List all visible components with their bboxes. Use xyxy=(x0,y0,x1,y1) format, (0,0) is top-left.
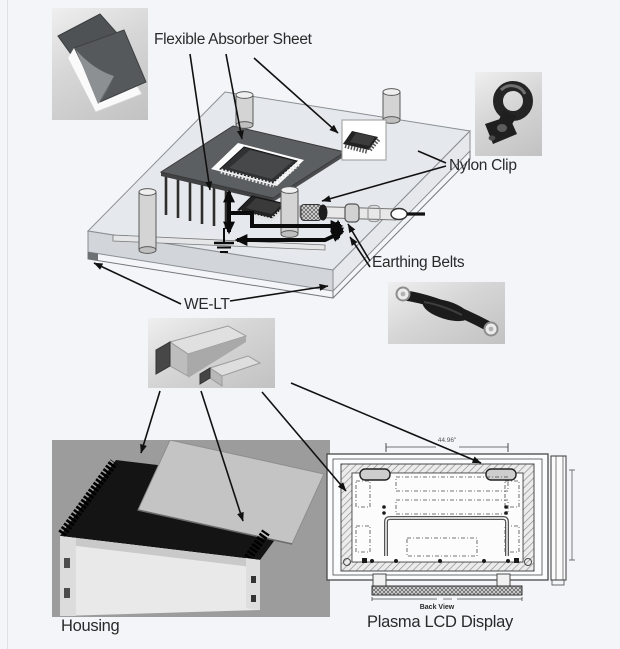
we-lt-label: WE-LT xyxy=(184,296,230,313)
we-lt-gasket-art xyxy=(155,325,262,387)
earthing-belts-label: Earthing Belts xyxy=(372,254,465,271)
flexible-absorber-sheet-label: Flexible Absorber Sheet xyxy=(154,31,312,48)
display-width-dimension: 44.96" xyxy=(437,437,457,444)
nylon-clip-on-cable xyxy=(344,203,360,223)
absorber-leader-1 xyxy=(189,53,213,191)
earthing-belt-photo xyxy=(388,282,505,344)
we-lt-leader-right xyxy=(229,283,329,302)
nylon-clip-label: Nylon Clip xyxy=(449,157,517,174)
connector-strip xyxy=(371,585,523,596)
absorber-leader-3 xyxy=(253,57,339,134)
plasma-lcd-back-view-drawing xyxy=(326,443,575,601)
side-view xyxy=(550,455,567,581)
thermal-pad xyxy=(211,143,304,186)
qfp-chip xyxy=(218,146,299,184)
cable-plug xyxy=(390,207,408,221)
earthing-belt-arrows xyxy=(223,189,345,246)
stand-bracket xyxy=(384,516,509,556)
earthing-leader-2 xyxy=(349,236,371,268)
pcb-with-absorber xyxy=(159,125,347,202)
gasket-hatch-frame xyxy=(340,463,535,572)
chip-absorber-inset xyxy=(341,119,387,161)
nylon-clip-leader-2 xyxy=(417,150,447,164)
nylon-clip-leader-1 xyxy=(321,165,447,203)
housing-art xyxy=(58,440,325,616)
we-lt-strip-corner xyxy=(88,252,98,261)
heatsink-fins xyxy=(164,175,228,229)
earthing-belt-art xyxy=(395,286,499,337)
earthing-leader-1 xyxy=(347,223,371,262)
absorber-leader-2 xyxy=(225,53,244,140)
handle-right xyxy=(485,468,517,481)
absorber-sheet-art xyxy=(57,13,147,113)
nylon-clip-photo xyxy=(475,72,542,156)
ferrite-sleeve xyxy=(300,204,322,221)
we-lt-leader-left xyxy=(93,262,182,305)
cable-assembly xyxy=(299,203,425,223)
page-edge-line xyxy=(7,0,8,649)
plasma-lcd-display-label: Plasma LCD Display xyxy=(367,613,513,631)
back-view-label: Back View xyxy=(419,604,455,611)
flexible-absorber-sheet-photo xyxy=(52,8,148,120)
rack-housing-photo xyxy=(52,440,330,617)
housing-label: Housing xyxy=(61,617,120,635)
handle-left xyxy=(359,468,391,481)
inner-rail xyxy=(112,234,326,251)
standoff-cylinders xyxy=(138,88,401,254)
earth-ground-symbol xyxy=(214,228,234,253)
nylon-clip-art xyxy=(485,81,533,144)
we-lt-gasket-photo xyxy=(148,318,275,388)
dip-chip xyxy=(237,195,289,222)
